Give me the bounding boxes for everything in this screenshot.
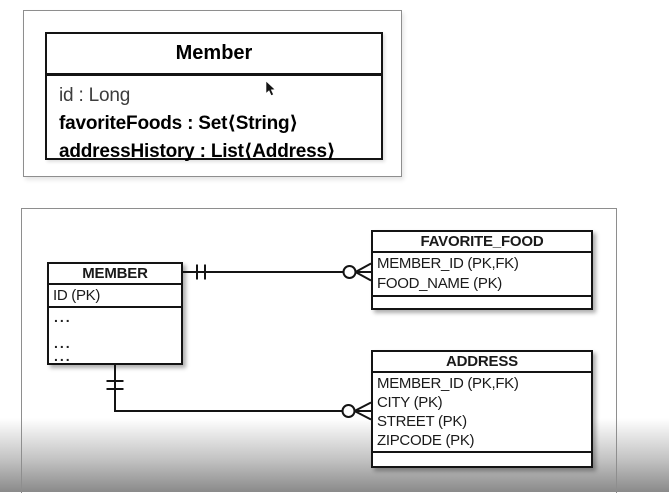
uml-class-member: Member id : Long favoriteFoods : Set⟨Str… [45,32,383,162]
er-table-address: ADDRESS MEMBER_ID (PK,FK) CITY (PK) STRE… [371,350,593,468]
er-column-member-id: MEMBER_ID (PK,FK) [377,255,519,272]
er-column-zipcode: ZIPCODE (PK) [377,432,475,449]
er-table-member: MEMBER ID (PK) ... ... ... [47,262,183,365]
er-table-empty-row [373,297,591,311]
er-table-member-title: MEMBER [49,264,181,285]
er-column-street: STREET (PK) [377,413,467,430]
uml-attribute-address-history: addressHistory : List⟨Address⟩ [59,141,336,162]
er-column-city: CITY (PK) [377,394,443,411]
er-table-favorite-food: FAVORITE_FOOD MEMBER_ID (PK,FK) FOOD_NAM… [371,230,593,310]
er-table-address-columns: MEMBER_ID (PK,FK) CITY (PK) STREET (PK) … [373,373,591,453]
placeholder-row: ... [54,335,72,351]
uml-attribute-id: id : Long [59,85,131,106]
uml-class-title: Member [47,34,381,76]
placeholder-row: ... [54,348,72,364]
placeholder-row: ... [54,309,72,325]
er-column-id-pk: ID (PK) [49,285,181,308]
er-diagram-panel [21,208,617,493]
uml-attribute-list: id : Long favoriteFoods : Set⟨String⟩ ad… [47,76,381,166]
uml-attribute-favorite-foods: favoriteFoods : Set⟨String⟩ [59,113,298,134]
er-table-empty-row [373,453,591,467]
er-table-member-placeholder-rows: ... ... ... [49,309,181,364]
er-table-favorite-food-title: FAVORITE_FOOD [373,232,591,253]
er-table-address-title: ADDRESS [373,352,591,373]
er-table-favorite-food-columns: MEMBER_ID (PK,FK) FOOD_NAME (PK) [373,253,591,297]
er-column-food-name: FOOD_NAME (PK) [377,275,502,292]
er-column-member-id: MEMBER_ID (PK,FK) [377,375,519,392]
